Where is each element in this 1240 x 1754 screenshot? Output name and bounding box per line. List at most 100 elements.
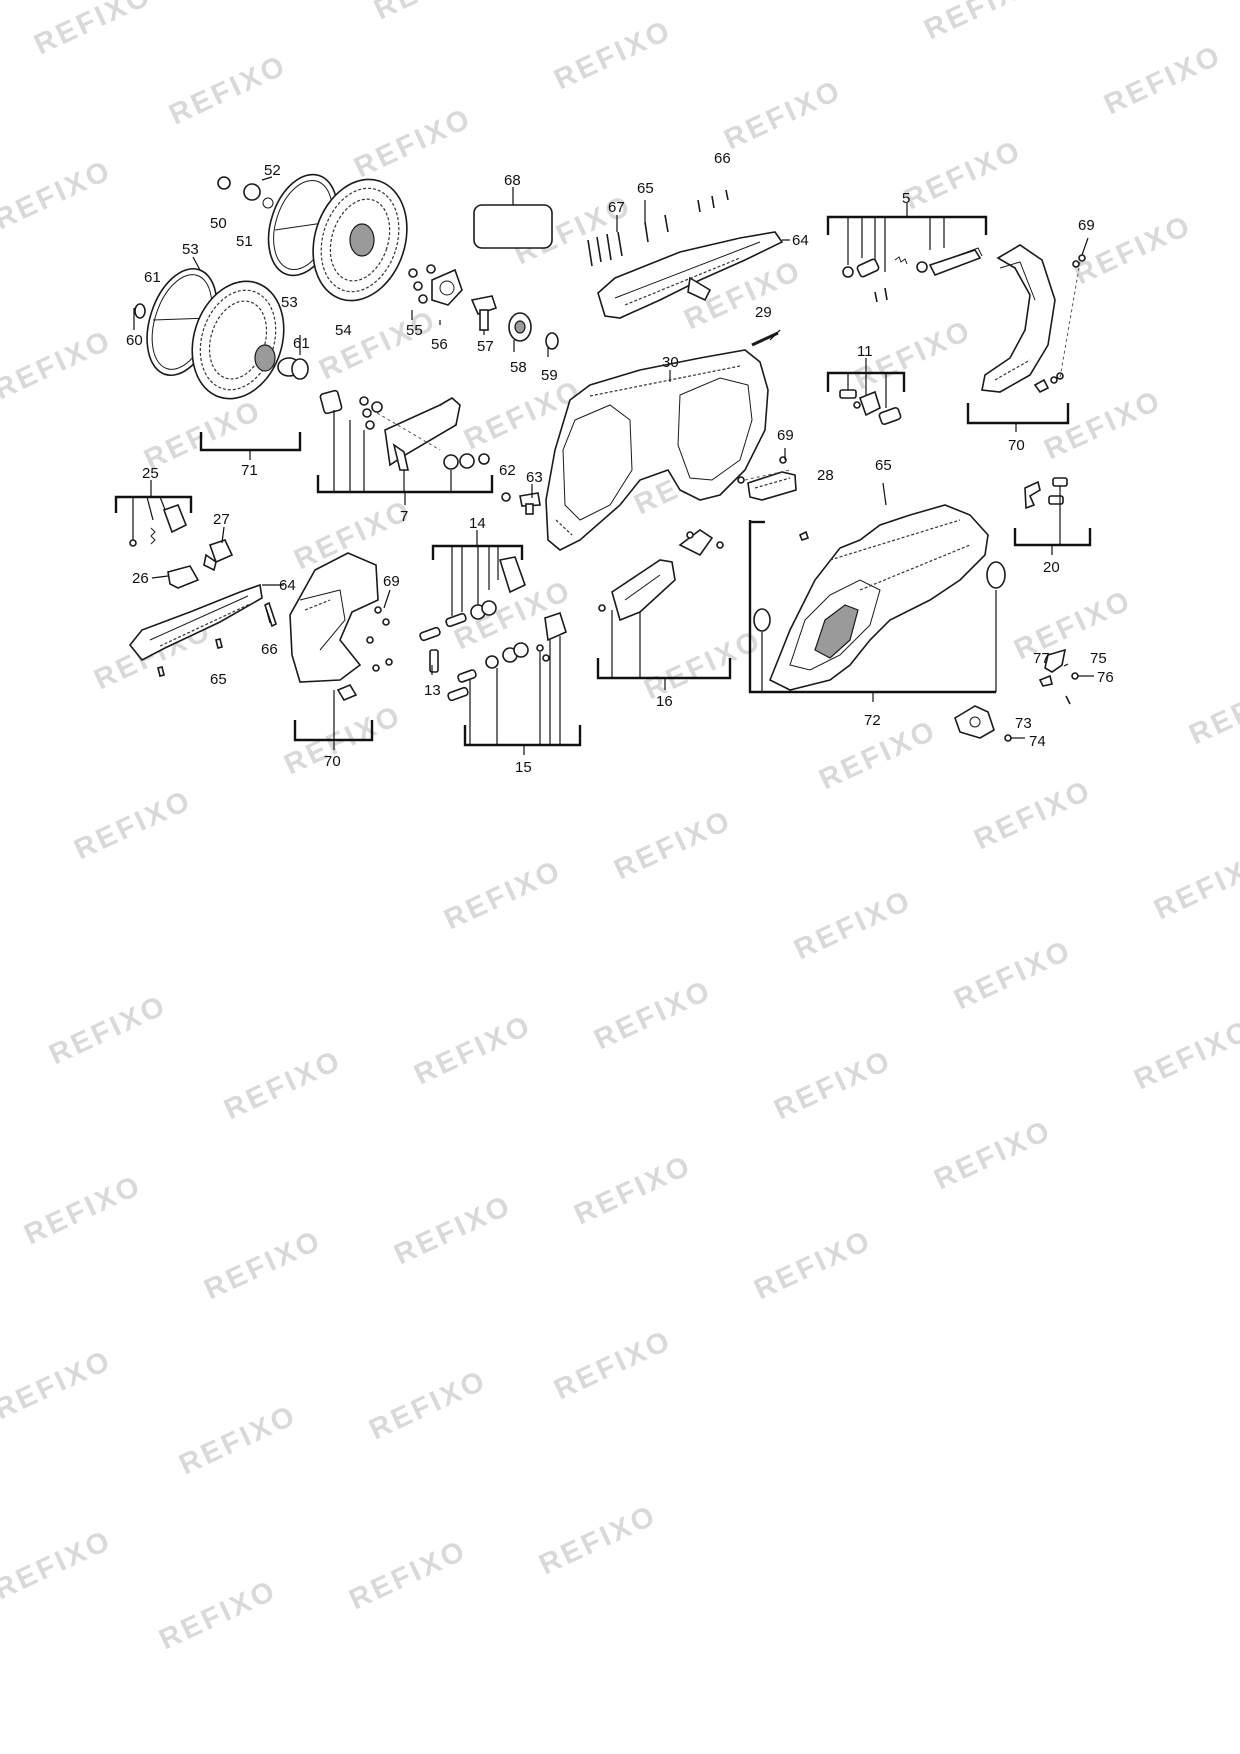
parts-62-63 <box>501 492 541 515</box>
callout-75: 75 <box>1090 650 1107 667</box>
callout-65-lower: 65 <box>210 671 227 688</box>
watermark: REFIXO <box>1184 669 1240 751</box>
part-15-set <box>429 611 582 755</box>
watermark: REFIXO <box>314 304 442 386</box>
watermark: REFIXO <box>549 14 677 96</box>
watermark: REFIXO <box>0 1344 117 1426</box>
watermark: REFIXO <box>1099 39 1227 121</box>
watermark: REFIXO <box>369 0 497 26</box>
callout-labels: 5 7 11 13 14 15 16 20 25 26 27 28 29 30 … <box>126 150 1114 776</box>
callout-64-lower: 64 <box>279 577 296 594</box>
callout-50: 50 <box>210 215 227 232</box>
watermark: REFIXO <box>219 1044 347 1126</box>
callout-66-upper: 66 <box>714 150 731 167</box>
parts-73-77 <box>954 648 1094 742</box>
callout-64-upper: 64 <box>792 232 809 249</box>
watermark: REFIXO <box>409 1009 537 1091</box>
callout-65-upper: 65 <box>637 180 654 197</box>
watermark: REFIXO <box>949 934 1077 1016</box>
part-72-housing <box>748 504 1006 702</box>
watermark: REFIXO <box>719 74 847 156</box>
watermark: REFIXO <box>199 1224 327 1306</box>
callout-15: 15 <box>515 759 532 776</box>
callout-29: 29 <box>755 304 772 321</box>
callout-76: 76 <box>1097 669 1114 686</box>
watermark: REFIXO <box>44 989 172 1071</box>
callout-28: 28 <box>817 467 834 484</box>
watermark: REFIXO <box>0 324 117 406</box>
callout-14: 14 <box>469 515 486 532</box>
callout-70-upper: 70 <box>1008 437 1025 454</box>
callout-30: 30 <box>662 354 679 371</box>
handle-upper-center <box>587 189 790 319</box>
watermark: REFIXO <box>364 1364 492 1446</box>
watermark: REFIXO <box>154 1574 282 1656</box>
part-25-switch-set <box>114 480 193 547</box>
callout-20: 20 <box>1043 559 1060 576</box>
part-68-label-plate <box>473 187 553 249</box>
callout-54: 54 <box>335 322 352 339</box>
callout-69-guard: 69 <box>383 573 400 590</box>
watermark: REFIXO <box>389 1189 517 1271</box>
watermark: REFIXO <box>929 1114 1057 1196</box>
callout-69-upper-right: 69 <box>1078 217 1095 234</box>
watermark: REFIXO <box>344 1534 472 1616</box>
part-7-slide-assembly <box>316 389 494 505</box>
callout-16: 16 <box>656 693 673 710</box>
watermark: REFIXO <box>534 1499 662 1581</box>
callout-53-lower: 53 <box>182 241 199 258</box>
watermark: REFIXO <box>1039 384 1167 466</box>
watermark: REFIXO <box>969 774 1097 856</box>
part-29-rod <box>751 331 779 347</box>
callout-13: 13 <box>424 682 441 699</box>
wheel-assembly-lower <box>134 267 309 460</box>
callout-26: 26 <box>132 570 149 587</box>
watermark: REFIXO <box>29 0 157 61</box>
callout-68: 68 <box>504 172 521 189</box>
watermark: REFIXO <box>349 102 477 184</box>
watermark: REFIXO <box>749 1224 877 1306</box>
callout-69-switch: 69 <box>777 427 794 444</box>
watermark: REFIXO <box>1009 584 1137 666</box>
callout-51: 51 <box>236 233 253 250</box>
watermark: REFIXO <box>69 784 197 866</box>
watermark: REFIXO <box>919 0 1047 46</box>
watermark: REFIXO <box>1129 1014 1240 1096</box>
part-20-set <box>1013 477 1092 555</box>
part-5-set <box>826 203 988 303</box>
watermark: REFIXO <box>589 974 717 1056</box>
callout-53-upper: 53 <box>281 294 298 311</box>
part-14-set <box>419 530 526 642</box>
callout-62: 62 <box>499 462 516 479</box>
watermark: REFIXO <box>439 854 567 936</box>
callout-58: 58 <box>510 359 527 376</box>
callout-65-housing: 65 <box>875 457 892 474</box>
callout-61-upper: 61 <box>144 269 161 286</box>
handle-lower-left <box>128 583 284 677</box>
callout-60: 60 <box>126 332 143 349</box>
watermark: REFIXO <box>609 804 737 886</box>
part-28-switch-block <box>737 456 797 501</box>
watermark: REFIXO <box>1149 844 1240 926</box>
watermark: REFIXO <box>789 884 917 966</box>
watermark: REFIXO <box>174 1399 302 1481</box>
callout-7: 7 <box>400 508 408 525</box>
callout-74: 74 <box>1029 733 1046 750</box>
callout-66-lower: 66 <box>261 641 278 658</box>
parts-26-27 <box>167 539 234 589</box>
callout-73: 73 <box>1015 715 1032 732</box>
callout-57: 57 <box>477 338 494 355</box>
callout-70-lower: 70 <box>324 753 341 770</box>
callout-56: 56 <box>431 336 448 353</box>
callout-77: 77 <box>1033 650 1050 667</box>
callout-27: 27 <box>213 511 230 528</box>
callout-71: 71 <box>241 462 258 479</box>
callout-11: 11 <box>857 343 873 360</box>
part-70-handle-upper <box>966 244 1086 432</box>
callout-67: 67 <box>608 199 625 216</box>
watermark: REFIXO <box>899 134 1027 216</box>
watermark: REFIXO <box>569 1149 697 1231</box>
small-parts-55-59 <box>408 264 559 350</box>
